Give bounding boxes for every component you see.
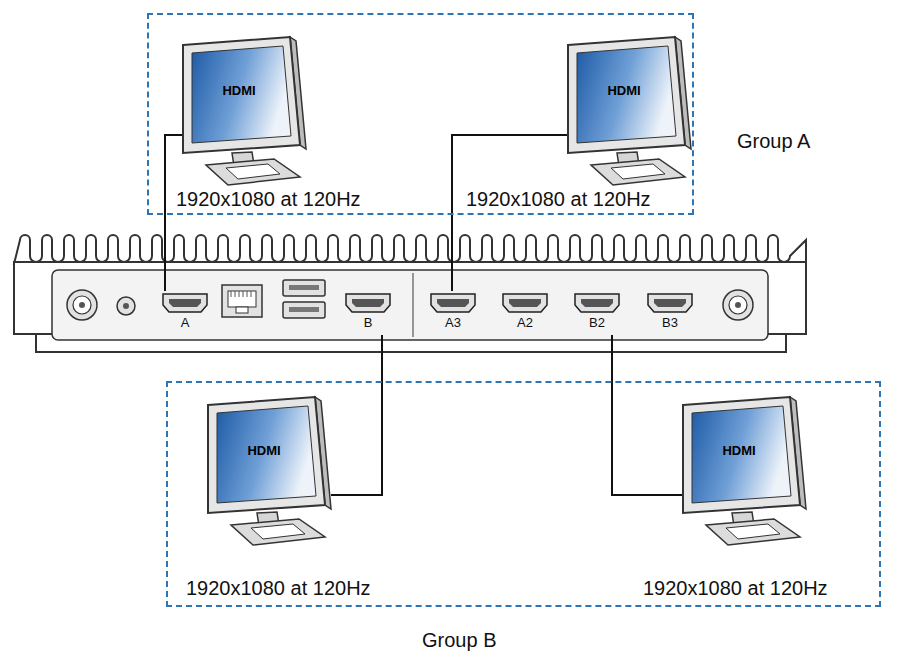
resolution-label: 1920x1080 at 120Hz — [643, 577, 828, 599]
group-heading: Group B — [422, 629, 496, 651]
hdmi-socket — [645, 291, 695, 315]
hdmi-port: B3 — [645, 291, 695, 335]
port-label: A2 — [500, 316, 550, 330]
hdmi-socket — [160, 291, 210, 315]
screen-label: HDMI — [709, 444, 769, 458]
screen-label: HDMI — [594, 84, 654, 98]
monitor: HDMI — [182, 37, 307, 187]
monitor: HDMI — [567, 37, 692, 187]
hdmi-cable — [452, 135, 567, 291]
antenna-connector — [67, 290, 97, 320]
port-label: B2 — [572, 316, 622, 330]
hdmi-port: B2 — [572, 291, 622, 335]
hdmi-cable — [612, 335, 682, 495]
panel-divider — [412, 273, 414, 337]
resolution-label: 1920x1080 at 120Hz — [186, 577, 371, 599]
hdmi-socket — [572, 291, 622, 315]
antenna-connector — [723, 290, 753, 320]
hdmi-socket — [500, 291, 550, 315]
group-box: HDMIHDMIGroup B — [166, 381, 881, 607]
monitor: HDMI — [207, 397, 332, 547]
group-box: HDMIHDMIGroup A — [147, 13, 694, 215]
monitor: HDMI — [682, 397, 807, 547]
port-label: B — [343, 316, 393, 330]
hdmi-port: B — [343, 291, 393, 335]
port-label: A3 — [428, 316, 478, 330]
ethernet-port — [222, 285, 262, 317]
group-heading: Group A — [737, 130, 810, 152]
usb-ports — [283, 280, 325, 318]
screen-label: HDMI — [209, 84, 269, 98]
monitor-outline — [682, 397, 807, 547]
hdmi-port: A3 — [428, 291, 478, 335]
hdmi-port: A — [160, 291, 210, 335]
hdmi-cable — [331, 335, 382, 495]
heat-sink-fins — [14, 235, 806, 264]
port-label: A — [160, 316, 210, 330]
hdmi-cable — [165, 135, 182, 291]
hdmi-socket — [428, 291, 478, 315]
monitor-outline — [567, 37, 692, 187]
hdmi-port: A2 — [500, 291, 550, 335]
power-jack — [117, 297, 135, 315]
resolution-label: 1920x1080 at 120Hz — [176, 188, 361, 210]
monitor-outline — [207, 397, 332, 547]
port-label: B3 — [645, 316, 695, 330]
front-panel — [52, 270, 768, 340]
screen-label: HDMI — [234, 444, 294, 458]
monitor-outline — [182, 37, 307, 187]
resolution-label: 1920x1080 at 120Hz — [466, 188, 651, 210]
hdmi-socket — [343, 291, 393, 315]
